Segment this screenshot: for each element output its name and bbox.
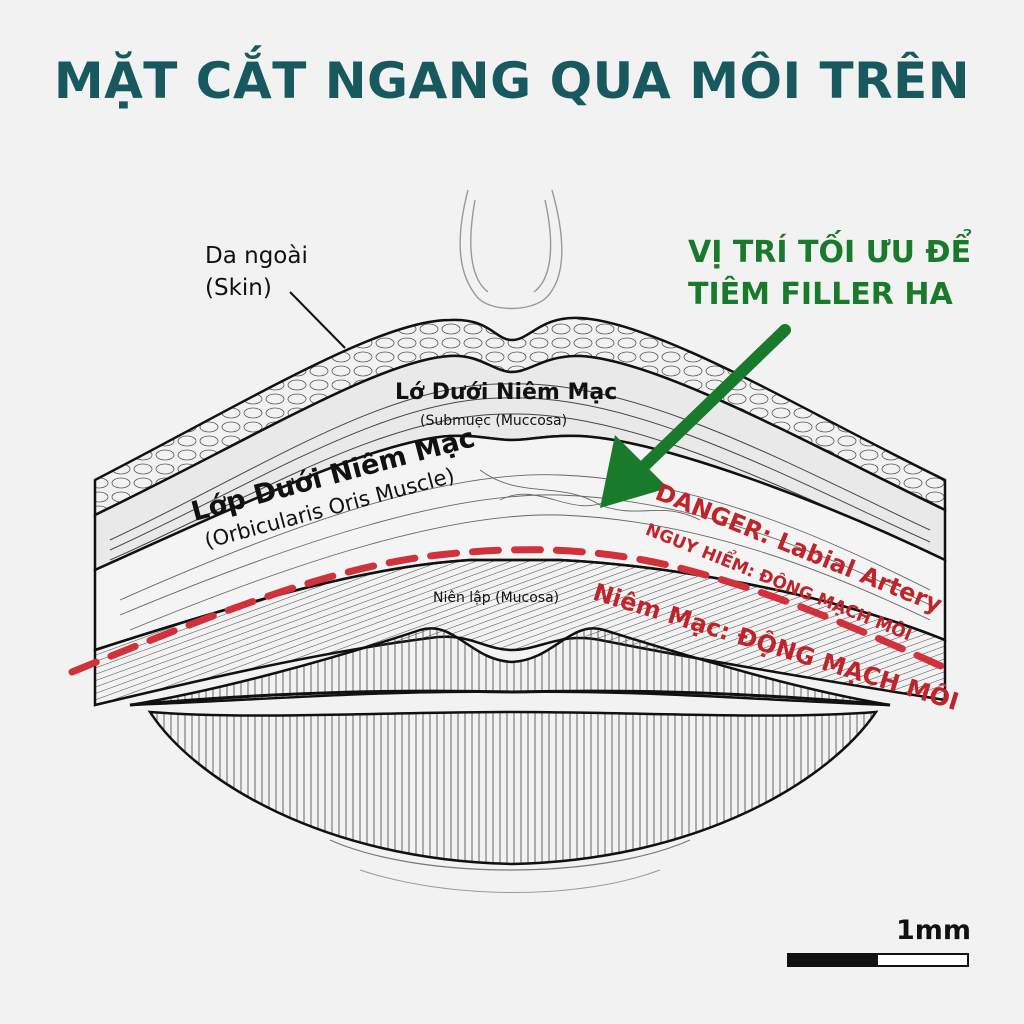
labial-artery-line bbox=[68, 546, 954, 676]
submucosa-lines bbox=[109, 383, 931, 561]
page-title: MẶT CẮT NGANG QUA MÔI TRÊN bbox=[53, 52, 971, 110]
skin-label-line2: (Skin) bbox=[205, 275, 272, 301]
scale-bar bbox=[787, 953, 969, 967]
arrow-down-left-icon bbox=[600, 324, 791, 508]
injection-site-label: VỊ TRÍ TỐI ƯU ĐỂ TIÊM FILLER HA bbox=[688, 232, 971, 316]
skin-label-line1: Da ngoài bbox=[205, 243, 308, 269]
lower-lip bbox=[147, 710, 879, 866]
injection-line1: VỊ TRÍ TỐI ƯU ĐỂ bbox=[688, 235, 972, 270]
submucosa-label: Lớ Dưới Niêm Mạc bbox=[395, 380, 618, 405]
injection-line2: TIÊM FILLER HA bbox=[688, 277, 953, 312]
nose-sketch bbox=[459, 189, 563, 310]
mucosa-label: Niên lập (Mucosa) bbox=[433, 590, 560, 606]
scale-bar-label: 1mm bbox=[896, 915, 972, 946]
muscle-fibers bbox=[119, 469, 931, 631]
skin-leader-line bbox=[289, 291, 346, 349]
submucosa-sublabel: (Submuẹc (Muccosa) bbox=[420, 413, 568, 429]
skin-label: Da ngoài (Skin) bbox=[205, 240, 308, 304]
